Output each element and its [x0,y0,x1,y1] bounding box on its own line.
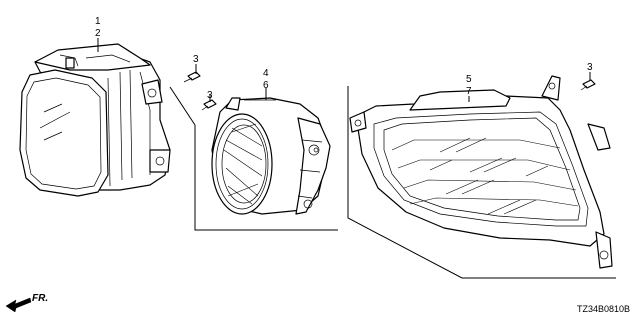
callout-3: 3 [193,54,199,65]
callout-2: 2 [95,28,101,39]
callout-4: 4 [263,68,269,79]
callout-3: 3 [587,62,593,73]
callout-6: 6 [263,80,269,91]
group-frame-left [194,125,338,231]
callout-5: 5 [466,74,472,85]
callout-7: 7 [466,86,472,97]
arrow-left-icon [5,297,32,313]
bracket-line [169,86,196,126]
fog-light-garnish-right [349,75,613,269]
screw-icon [201,99,217,111]
direction-label: FR. [32,293,48,304]
screw-icon [580,79,596,91]
group-frame-right [347,86,616,279]
callout-1: 1 [95,16,101,27]
diagram-code: TZ34B0810B [577,304,630,314]
callout-3: 3 [207,90,213,101]
fog-light-unit-center [211,97,331,215]
fog-light-assembly-left [19,43,171,197]
screw-icon [183,71,201,83]
